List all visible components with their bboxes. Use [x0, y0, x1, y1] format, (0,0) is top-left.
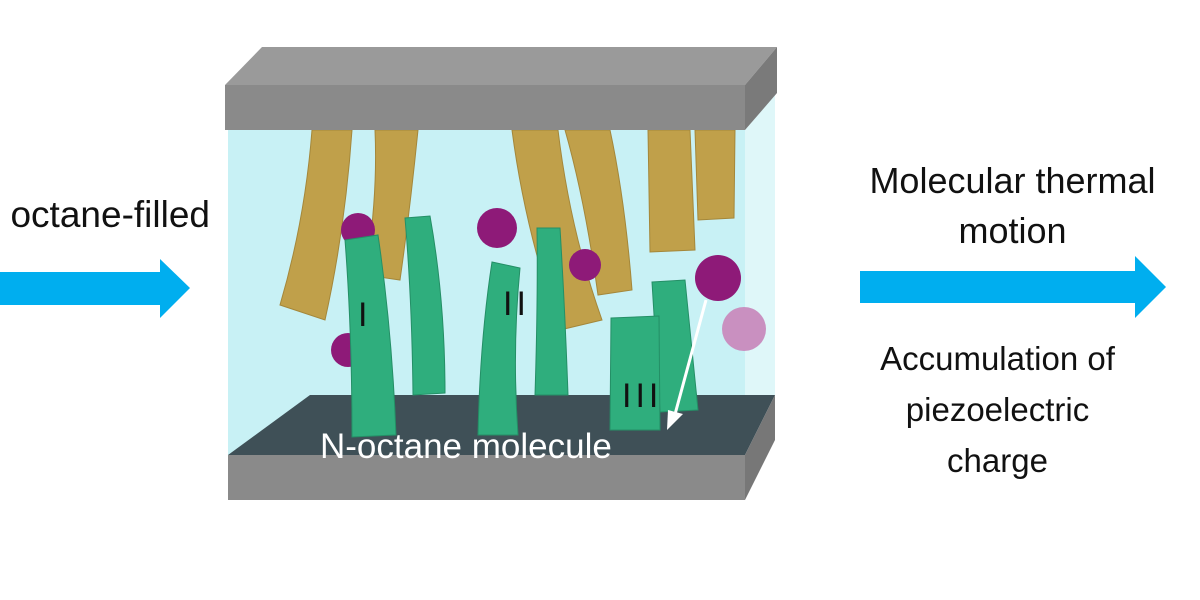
caption-line: charge [947, 442, 1048, 479]
left-arrow-icon [0, 259, 190, 318]
molecule-label: N-octane molecule [320, 427, 612, 466]
right-top-caption: Molecular thermal motion [830, 156, 1195, 256]
caption-line: Accumulation of [880, 340, 1115, 377]
pillar-label-iii: III [622, 377, 663, 415]
caption-line: Molecular thermal [869, 160, 1156, 201]
pillars [344, 215, 699, 438]
caption-line: piezoelectric [905, 391, 1090, 428]
right-arrow-icon [860, 256, 1166, 318]
bottom-electrode [228, 395, 775, 500]
pointer-arrow-icon [667, 299, 708, 430]
pillar-label-ii: II [503, 285, 530, 323]
right-bottom-caption: Accumulation of piezoelectric charge [830, 333, 1165, 486]
caption-line: motion [958, 210, 1067, 251]
pillar-label-i: I [358, 296, 372, 334]
top-electrode [225, 47, 777, 130]
left-caption: octane-filled [10, 194, 210, 235]
